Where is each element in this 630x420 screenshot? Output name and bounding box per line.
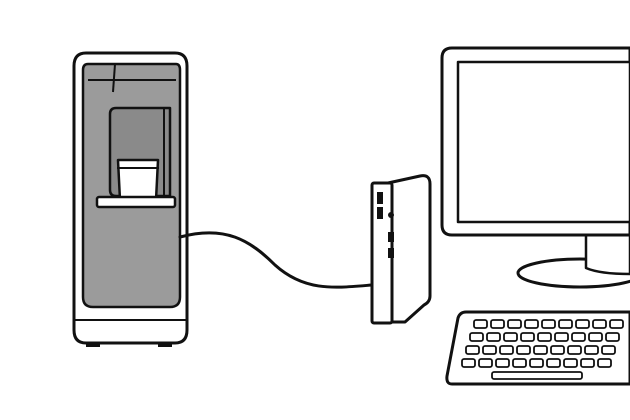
keyboard-key — [580, 358, 595, 368]
keyboard-key — [558, 319, 573, 329]
keyboard-key — [465, 345, 480, 355]
keyboard-key — [601, 345, 616, 355]
monitor-screen — [456, 60, 630, 224]
keyboard-key — [550, 345, 565, 355]
monitor-stand-neck — [584, 230, 630, 276]
kiosk-device — [72, 51, 189, 347]
keyboard-key — [507, 319, 522, 329]
monitor — [440, 46, 630, 289]
usb-port — [377, 192, 383, 204]
keyboard-key — [495, 358, 510, 368]
keyboard-key — [473, 319, 488, 329]
keyboard-key — [499, 345, 514, 355]
keyboard-key — [503, 332, 518, 342]
keyboard-key — [597, 358, 612, 368]
keyboard-key — [546, 358, 561, 368]
keyboard-key — [609, 319, 624, 329]
keyboard-key — [554, 332, 569, 342]
mini-pc-side — [386, 174, 432, 324]
connection-cable — [178, 231, 374, 289]
keyboard — [445, 310, 630, 386]
keyboard-key — [584, 345, 599, 355]
keyboard-key — [486, 332, 501, 342]
keyboard-key — [588, 332, 603, 342]
usb-port — [377, 207, 383, 219]
keyboard-spacebar — [491, 371, 583, 380]
keyboard-key — [482, 345, 497, 355]
keyboard-key — [524, 319, 539, 329]
keyboard-key — [520, 332, 535, 342]
keyboard-key — [563, 358, 578, 368]
keyboard-key — [567, 345, 582, 355]
keyboard-key — [512, 358, 527, 368]
usb-port — [388, 248, 394, 258]
mini-pc — [370, 174, 432, 325]
keyboard-key — [592, 319, 607, 329]
keyboard-key — [516, 345, 531, 355]
keyboard-key — [605, 332, 620, 342]
kiosk-foot-left — [86, 343, 100, 347]
usb-port — [388, 232, 394, 242]
kiosk-top-seam — [112, 63, 116, 93]
keyboard-key — [469, 332, 484, 342]
keyboard-key — [529, 358, 544, 368]
keyboard-key — [571, 332, 586, 342]
keyboard-key — [575, 319, 590, 329]
kiosk-foot-right — [158, 343, 172, 347]
kiosk-tray — [95, 195, 177, 209]
power-button-icon — [388, 212, 394, 218]
cup-icon — [116, 158, 160, 202]
keyboard-key — [490, 319, 505, 329]
keyboard-key — [461, 358, 476, 368]
keyboard-keys — [461, 319, 624, 380]
keyboard-key — [541, 319, 556, 329]
keyboard-key — [478, 358, 493, 368]
keyboard-key — [537, 332, 552, 342]
keyboard-key — [533, 345, 548, 355]
